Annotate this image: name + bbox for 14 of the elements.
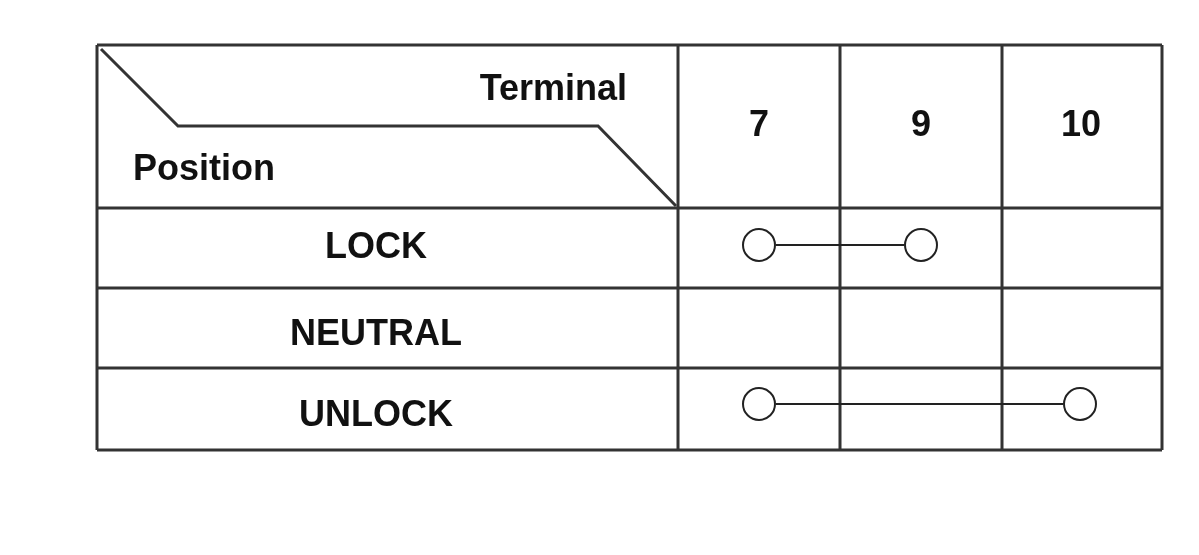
- terminal-number: 7: [749, 106, 769, 142]
- position-label: UNLOCK: [299, 396, 453, 432]
- terminal-circle: [1063, 387, 1097, 421]
- header-label: Position: [133, 150, 275, 186]
- terminal-circle: [742, 228, 776, 262]
- position-label: NEUTRAL: [290, 315, 462, 351]
- terminal-number: 10: [1060, 106, 1101, 142]
- header-label: Terminal: [479, 70, 627, 106]
- terminal-number: 9: [911, 106, 931, 142]
- connection-line: [775, 244, 905, 246]
- terminal-circle: [742, 387, 776, 421]
- position-label: LOCK: [325, 228, 427, 264]
- connection-line: [775, 403, 1064, 405]
- terminal-circle: [904, 228, 938, 262]
